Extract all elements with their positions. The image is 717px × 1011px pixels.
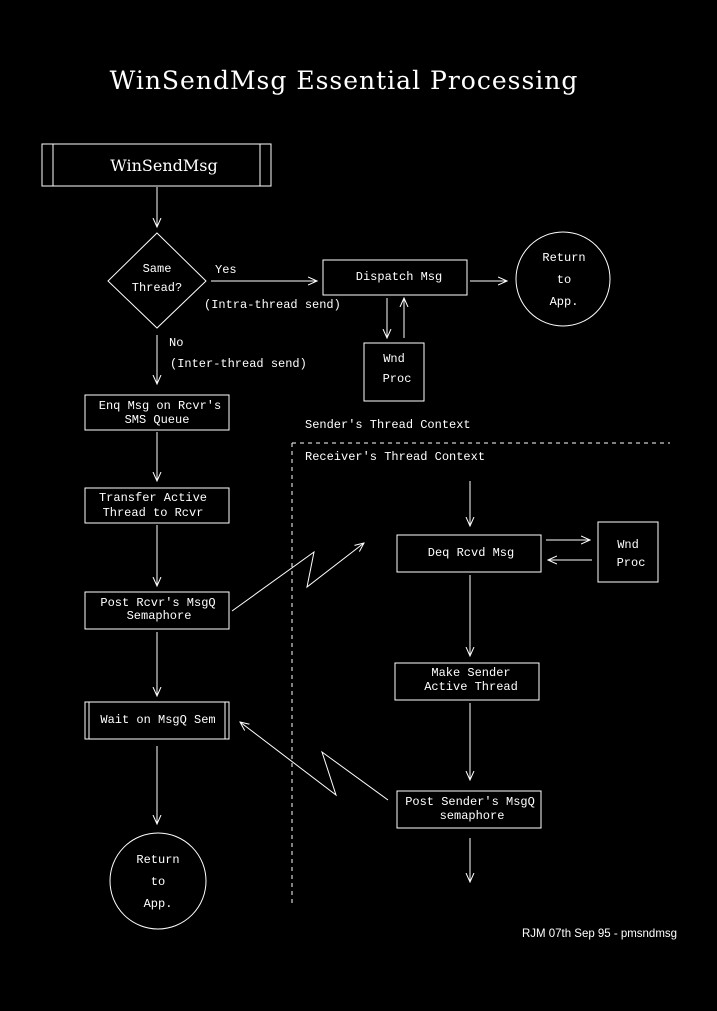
yes-label: Yes — [215, 263, 237, 277]
return-circle-top: Return to App. — [515, 231, 611, 327]
signal-post-sender-to-wait — [240, 722, 389, 801]
yes-note: (Intra-thread send) — [204, 298, 341, 312]
return-top-line2: to — [557, 273, 571, 287]
make-sender-line1: Make Sender — [431, 666, 510, 680]
post-rcvr-line2: Semaphore — [127, 609, 192, 623]
no-note: (Inter-thread send) — [170, 357, 307, 371]
enq-line2: SMS Queue — [125, 413, 190, 427]
return-bottom-line2: to — [151, 875, 165, 889]
post-sender-line2: semaphore — [440, 809, 505, 823]
return-circle-bottom: Return to App. — [109, 832, 207, 930]
start-box: WinSendMsg — [41, 143, 272, 187]
wait-box-label: Wait on MsgQ Sem — [100, 713, 215, 727]
wnd-proc-right-line1: Wnd — [617, 538, 639, 552]
decision-line1: Same — [143, 262, 172, 276]
post-rcvr-box: Post Rcvr's MsgQ Semaphore — [84, 591, 230, 630]
decision-diamond: Same Thread? — [107, 232, 207, 329]
dispatch-box: Dispatch Msg — [322, 259, 468, 296]
return-top-line3: App. — [550, 295, 579, 309]
wait-box: Wait on MsgQ Sem — [84, 701, 230, 740]
wnd-proc-top-line1: Wnd — [383, 352, 405, 366]
transfer-box: Transfer Active Thread to Rcvr — [84, 487, 230, 524]
no-label: No — [169, 336, 183, 350]
deq-box-label: Deq Rcvd Msg — [428, 546, 514, 560]
receiver-context-label: Receiver's Thread Context — [305, 450, 485, 464]
signal-post-to-deq — [231, 543, 364, 612]
wnd-proc-box-right: Wnd Proc — [597, 521, 659, 583]
wnd-proc-top-line2: Proc — [383, 372, 412, 386]
wnd-proc-right-line2: Proc — [617, 556, 646, 570]
wnd-proc-box-top: Wnd Proc — [363, 342, 425, 402]
post-rcvr-line1: Post Rcvr's MsgQ — [100, 596, 215, 610]
start-box-label: WinSendMsg — [110, 156, 217, 175]
post-sender-line1: Post Sender's MsgQ — [405, 795, 535, 809]
enq-line1: Enq Msg on Rcvr's — [99, 399, 221, 413]
deq-box: Deq Rcvd Msg — [396, 534, 542, 573]
dispatch-box-label: Dispatch Msg — [356, 270, 442, 284]
post-sender-box: Post Sender's MsgQ semaphore — [396, 790, 542, 829]
transfer-line2: Thread to Rcvr — [103, 506, 204, 520]
footer-credit: RJM 07th Sep 95 - pmsndmsg — [522, 926, 677, 940]
return-bottom-line1: Return — [136, 853, 179, 867]
transfer-line1: Transfer Active — [99, 491, 207, 505]
decision-line2: Thread? — [132, 281, 182, 295]
make-sender-box: Make Sender Active Thread — [394, 662, 540, 701]
make-sender-line2: Active Thread — [424, 680, 518, 694]
return-bottom-line3: App. — [144, 897, 173, 911]
return-top-line1: Return — [542, 251, 585, 265]
diagram-title: WinSendMsg Essential Processing — [110, 66, 579, 95]
sender-context-label: Sender's Thread Context — [305, 418, 471, 432]
enq-box: Enq Msg on Rcvr's SMS Queue — [84, 394, 230, 431]
